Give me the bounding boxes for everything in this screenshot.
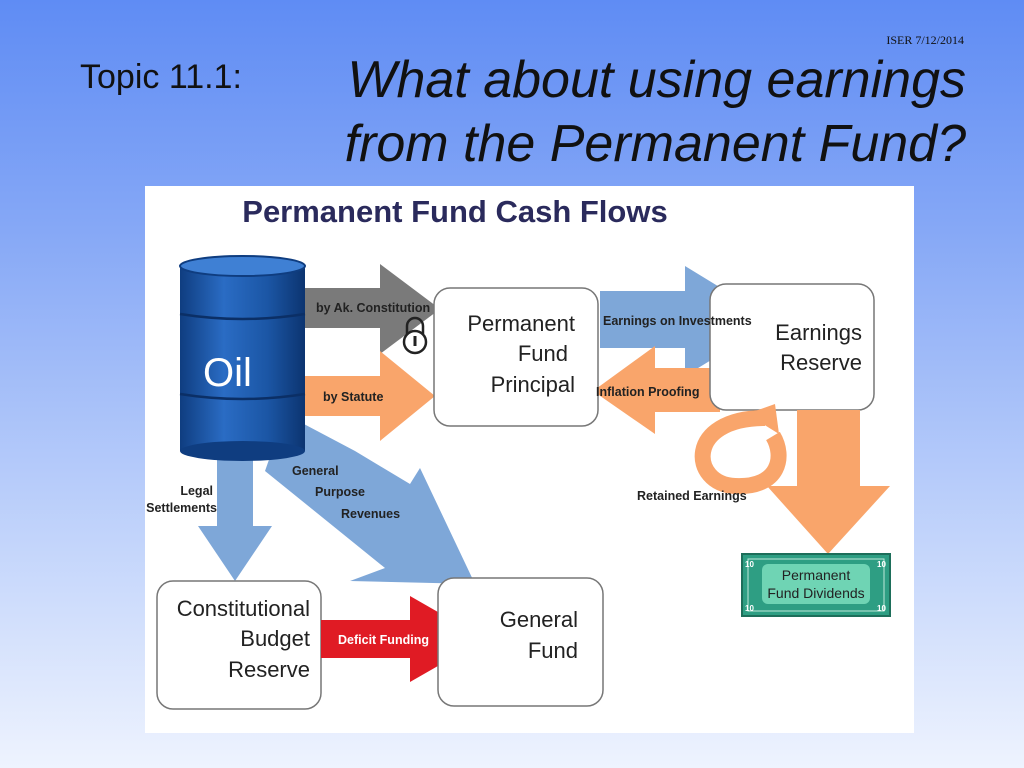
svg-text:Fund: Fund xyxy=(518,341,568,366)
inflation-proofing-arrow xyxy=(593,346,720,434)
general-fund-label: General Fund xyxy=(500,607,578,663)
bill-denomination-bl: 10 xyxy=(745,604,754,613)
headline-line-1: What about using earnings xyxy=(347,51,966,109)
svg-text:Earnings: Earnings xyxy=(775,320,862,345)
svg-text:Budget: Budget xyxy=(240,626,310,651)
cash-flow-diagram: Permanent Fund Cash Flows Oil xyxy=(146,194,891,710)
oil-barrel: Oil xyxy=(179,255,306,461)
svg-text:Settlements: Settlements xyxy=(146,501,217,515)
oil-label: Oil xyxy=(203,351,252,395)
svg-text:Revenues: Revenues xyxy=(341,507,400,521)
legal-settlements-arrow xyxy=(198,456,272,581)
general-fund-box xyxy=(437,577,604,707)
svg-text:Legal: Legal xyxy=(180,484,213,498)
source-citation: ISER 7/12/2014 xyxy=(886,33,964,47)
svg-text:Constitutional: Constitutional xyxy=(177,596,310,621)
retained-earnings-arrow xyxy=(694,410,787,495)
topic-label: Topic 11.1: xyxy=(80,58,242,96)
earnings-reserve-box xyxy=(709,283,875,411)
constitution-label: by Ak. Constitution xyxy=(316,301,430,315)
bill-denomination-br: 10 xyxy=(877,604,886,613)
diagram-title: Permanent Fund Cash Flows xyxy=(242,194,667,229)
retained-earnings-label: Retained Earnings xyxy=(637,489,747,503)
general-purpose-revenues-arrow xyxy=(265,414,475,584)
svg-text:Permanent: Permanent xyxy=(467,311,575,336)
headline-line-2: from the Permanent Fund? xyxy=(344,115,966,173)
cbr-label: Constitutional Budget Reserve xyxy=(177,596,310,682)
bill-denomination-tr: 10 xyxy=(877,560,886,569)
diagram-panel: Permanent Fund Cash Flows Oil xyxy=(145,186,914,733)
svg-text:Purpose: Purpose xyxy=(315,485,365,499)
headline: What about using earnings from the Perma… xyxy=(286,48,966,176)
principal-box xyxy=(433,287,599,427)
dividends-label-1: Permanent xyxy=(782,567,851,583)
deficit-funding-label: Deficit Funding xyxy=(338,633,429,647)
bill-denomination-tl: 10 xyxy=(745,560,754,569)
statute-arrow xyxy=(305,351,435,441)
earnings-on-investments-label: Earnings on Investments xyxy=(603,314,752,328)
svg-text:Principal: Principal xyxy=(491,372,575,397)
inflation-proofing-label: Inflation Proofing xyxy=(596,385,699,399)
general-purpose-revenues-label: General Purpose Revenues xyxy=(292,464,400,521)
statute-label: by Statute xyxy=(323,390,383,404)
svg-text:General: General xyxy=(500,607,578,632)
legal-settlements-label: Legal Settlements xyxy=(146,484,217,515)
svg-text:Reserve: Reserve xyxy=(228,657,310,682)
svg-text:Reserve: Reserve xyxy=(780,350,862,375)
principal-label: Permanent Fund Principal xyxy=(467,311,575,397)
dividends-label-2: Fund Dividends xyxy=(767,585,864,601)
retained-earnings-arrowhead xyxy=(747,404,779,434)
svg-text:Fund: Fund xyxy=(528,638,578,663)
svg-text:General: General xyxy=(292,464,339,478)
lock-icon xyxy=(402,316,428,355)
dividend-bill: 10 10 10 10 Permanent Fund Dividends xyxy=(741,553,891,617)
earnings-reserve-label: Earnings Reserve xyxy=(775,320,862,375)
dividends-arrow xyxy=(767,410,890,554)
earnings-on-investments-arrow xyxy=(600,266,775,376)
